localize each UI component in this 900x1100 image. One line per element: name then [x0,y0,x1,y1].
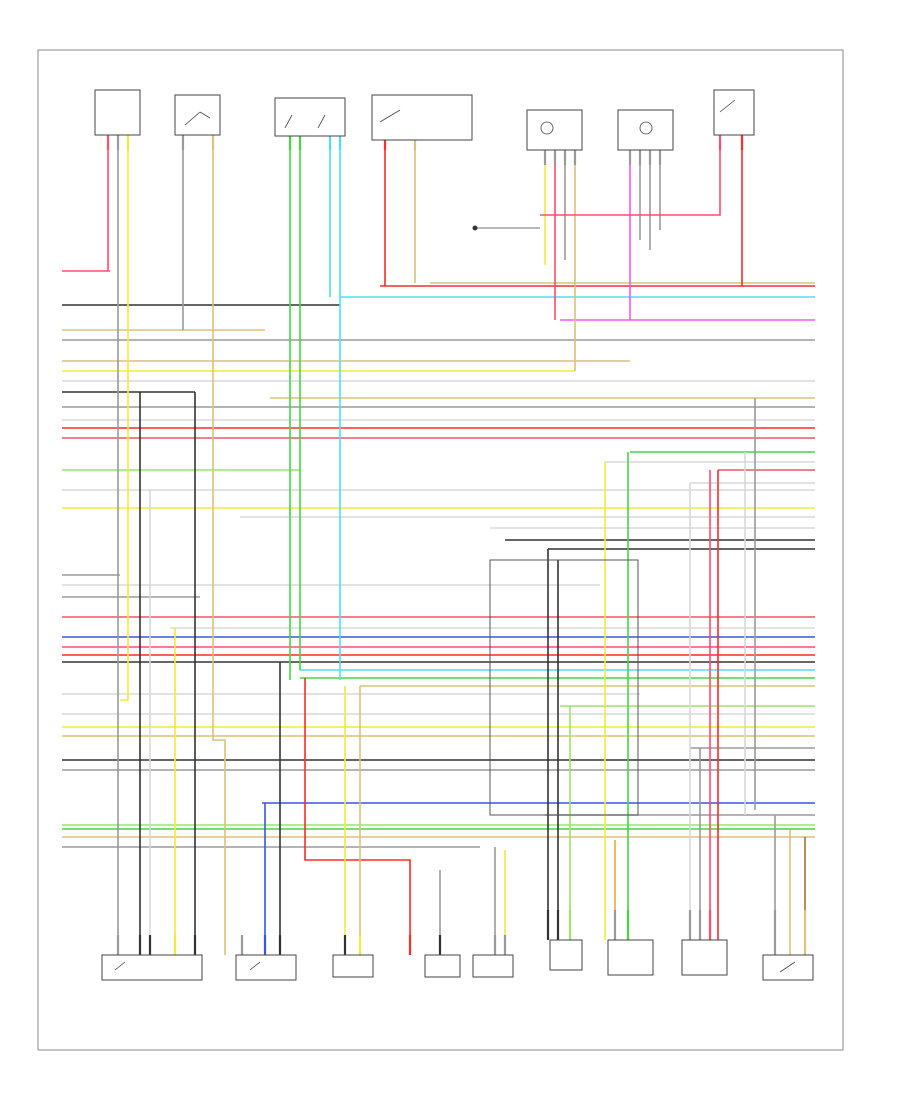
sensor-symbol-icon [114,961,126,971]
bottom-component-7 [607,939,654,976]
connector-stub-layer [106,135,807,955]
component-box [332,954,374,978]
component-box [235,954,297,981]
wire [212,140,226,955]
top-component-2 [174,94,221,136]
component-box [713,89,755,136]
sensor-symbol-icon [249,961,261,971]
top-component-1 [94,89,141,136]
top-component-7 [713,89,755,136]
component-box [549,939,583,971]
splice [472,225,540,231]
bottom-component-6 [549,939,583,971]
component-box [526,109,583,151]
component-box [681,939,728,976]
component-box [607,939,654,976]
component-box [424,954,461,978]
switch-symbol-icon [184,111,211,126]
bottom-component-5 [472,954,514,978]
top-component-4 [371,94,473,141]
component-box [94,89,141,136]
bottom-component-8 [681,939,728,976]
switch-symbol-icon [779,961,796,973]
bottom-component-1 [101,954,203,981]
bottom-component-3 [332,954,374,978]
top-component-3 [274,97,346,137]
top-component-6 [617,109,674,151]
bottom-component-4 [424,954,461,978]
component-box [101,954,203,981]
switch-symbol-icon [284,114,326,129]
switch-symbol-icon [719,99,736,113]
switch-symbol-icon [379,109,401,123]
bottom-component-2 [235,954,297,981]
splice-pack-box [489,559,639,816]
fuel-pump-motor-icon [639,121,653,135]
wire [120,150,129,701]
fuel-pump-motor-icon [540,121,554,135]
wire [304,678,411,955]
wire-layer [62,140,815,955]
component-box [762,954,814,981]
component-box [371,94,473,141]
top-component-5 [526,109,583,151]
component-box [472,954,514,978]
component-box [274,97,346,137]
component-box [174,94,221,136]
bottom-component-9 [762,954,814,981]
component-box [617,109,674,151]
wire [540,150,721,216]
